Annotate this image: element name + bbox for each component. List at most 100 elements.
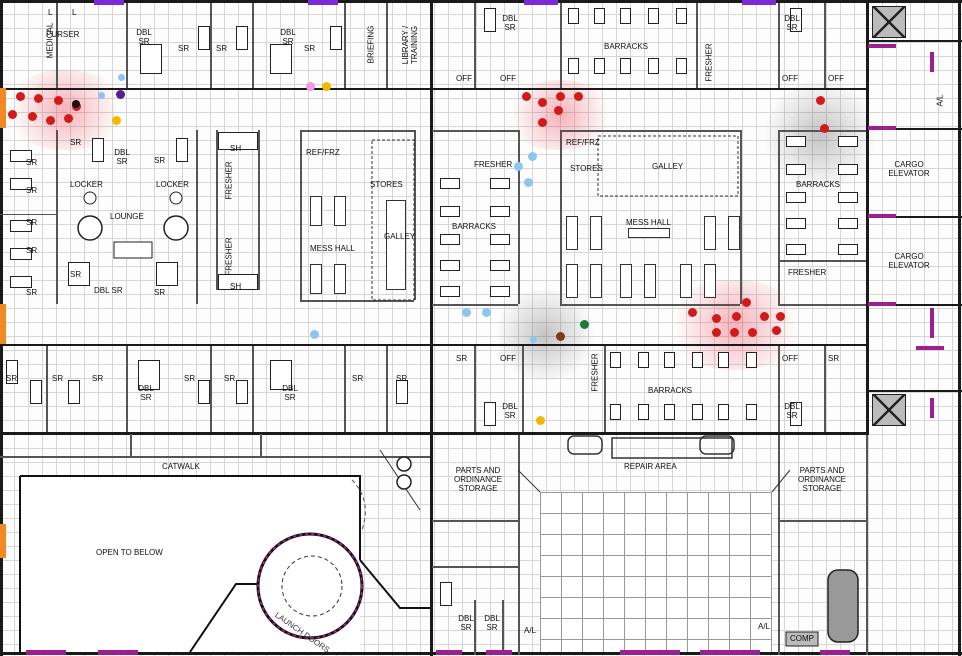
hatch-marker: [0, 524, 6, 558]
elevator-shaft-icon: [872, 394, 906, 426]
door[interactable]: [26, 650, 66, 655]
door[interactable]: [930, 52, 934, 72]
room-label-purser: PURSER: [46, 30, 80, 39]
player-token[interactable]: [116, 90, 125, 99]
enemy-token[interactable]: [742, 298, 751, 307]
bed-icon: [10, 276, 32, 288]
enemy-token-leader[interactable]: [72, 100, 80, 108]
player-token[interactable]: [528, 152, 537, 161]
enemy-token[interactable]: [34, 94, 43, 103]
door[interactable]: [524, 0, 558, 5]
door[interactable]: [98, 650, 138, 655]
door[interactable]: [868, 44, 896, 48]
room-label-off: OFF: [782, 354, 798, 363]
enemy-token[interactable]: [712, 314, 721, 323]
corridor-wall: [0, 344, 430, 346]
door[interactable]: [930, 308, 934, 338]
player-token[interactable]: [462, 308, 471, 317]
bed-icon: [786, 244, 806, 255]
door[interactable]: [700, 650, 760, 655]
door[interactable]: [868, 126, 896, 130]
door[interactable]: [94, 0, 124, 5]
enemy-token[interactable]: [688, 308, 697, 317]
room-label-off: OFF: [456, 74, 472, 83]
room-wall: [474, 600, 476, 655]
room-label-dbl-sr: DBL SR: [136, 28, 152, 46]
enemy-token[interactable]: [54, 96, 63, 105]
elevator-wall: [868, 216, 962, 218]
enemy-token[interactable]: [16, 92, 25, 101]
enemy-token[interactable]: [522, 92, 531, 101]
room-label-dbl-sr: DBL SR: [114, 148, 130, 166]
bed-icon: [594, 8, 605, 24]
door[interactable]: [436, 650, 462, 655]
door[interactable]: [620, 650, 680, 655]
enemy-token[interactable]: [28, 112, 37, 121]
enemy-token[interactable]: [554, 106, 563, 115]
enemy-token[interactable]: [712, 328, 721, 337]
enemy-token[interactable]: [772, 326, 781, 335]
bed-icon: [676, 58, 687, 74]
player-token[interactable]: [322, 82, 331, 91]
enemy-token[interactable]: [556, 92, 565, 101]
enemy-token[interactable]: [538, 118, 547, 127]
door[interactable]: [308, 0, 338, 5]
enemy-token[interactable]: [748, 328, 757, 337]
enemy-token[interactable]: [574, 92, 583, 101]
room-label-sr: SR: [828, 354, 840, 363]
player-token[interactable]: [580, 320, 589, 329]
enemy-token[interactable]: [776, 312, 785, 321]
bed-icon: [440, 286, 460, 297]
player-token[interactable]: [112, 116, 121, 125]
bed-icon: [92, 138, 104, 162]
door[interactable]: [916, 346, 944, 350]
enemy-token[interactable]: [820, 124, 829, 133]
enemy-token[interactable]: [730, 328, 739, 337]
corridor-wall: [432, 88, 866, 90]
door[interactable]: [930, 398, 934, 418]
player-token[interactable]: [514, 162, 523, 171]
room-label-dbl-sr: DBL SR: [502, 402, 518, 420]
room-wall: [126, 3, 128, 88]
door[interactable]: [820, 650, 850, 655]
door[interactable]: [868, 214, 896, 218]
player-token[interactable]: [482, 308, 491, 317]
mess-table: [620, 264, 632, 298]
door[interactable]: [486, 650, 512, 655]
room-wall: [560, 3, 562, 88]
enemy-token[interactable]: [732, 312, 741, 321]
player-token[interactable]: [310, 330, 319, 339]
room-wall: [560, 130, 740, 132]
elevator-wall: [868, 390, 962, 392]
player-token[interactable]: [306, 82, 315, 91]
shower-icon: [218, 132, 258, 150]
enemy-token[interactable]: [64, 114, 73, 123]
enemy-token[interactable]: [816, 96, 825, 105]
room-wall: [432, 130, 518, 132]
enemy-token[interactable]: [8, 110, 17, 119]
enemy-token[interactable]: [538, 98, 547, 107]
player-token[interactable]: [530, 336, 537, 343]
mess-table: [728, 216, 740, 250]
crate-icon: [396, 474, 412, 490]
room-wall: [560, 130, 562, 304]
player-token[interactable]: [536, 416, 545, 425]
door[interactable]: [742, 0, 776, 5]
player-token[interactable]: [556, 332, 565, 341]
player-token[interactable]: [118, 74, 125, 81]
room-label-sr: SR: [154, 288, 166, 297]
elevator-wall: [868, 40, 962, 42]
enemy-token[interactable]: [760, 312, 769, 321]
enemy-token[interactable]: [46, 116, 55, 125]
room-label-stores: STORES: [570, 164, 603, 173]
galley-island: [386, 200, 406, 290]
room-wall: [522, 346, 524, 432]
room-label-barracks: BARRACKS: [604, 42, 649, 51]
door[interactable]: [868, 302, 896, 306]
player-token[interactable]: [98, 92, 105, 99]
player-token[interactable]: [524, 178, 533, 187]
open-below-edge: [359, 559, 430, 609]
room-label-sr: SR: [52, 374, 64, 383]
room-label-off: OFF: [782, 74, 798, 83]
